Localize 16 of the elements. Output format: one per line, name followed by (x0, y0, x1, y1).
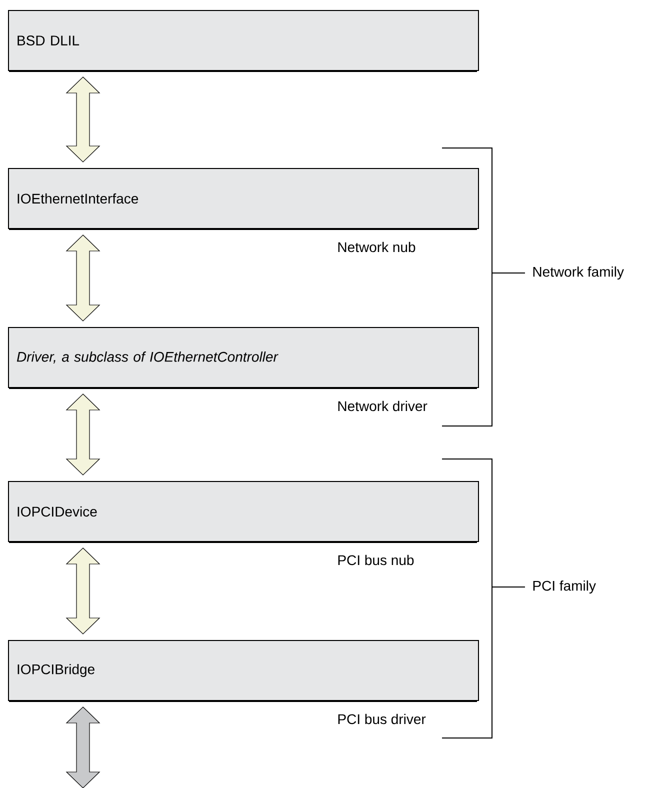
class-box: IOEthernetInterface (8, 168, 479, 230)
class-box: BSD DLIL (8, 10, 479, 72)
bracket-label: Network family (533, 266, 624, 280)
role-label: PCI bus nub (338, 554, 414, 566)
double-arrow (66, 706, 100, 788)
role-label: Network nub (338, 242, 416, 252)
double-arrow (66, 548, 100, 634)
bracket-label: PCI family (533, 580, 596, 594)
double-arrow (66, 394, 100, 476)
double-arrow (66, 234, 100, 322)
role-label: PCI bus driver (338, 714, 426, 724)
class-box: Driver, a subclass of IOEthernetController (8, 327, 479, 389)
double-arrow (66, 76, 100, 162)
class-box: IOPCIBridge (8, 640, 479, 702)
class-box: IOPCIDevice (8, 481, 479, 543)
role-label: Network driver (338, 400, 428, 412)
